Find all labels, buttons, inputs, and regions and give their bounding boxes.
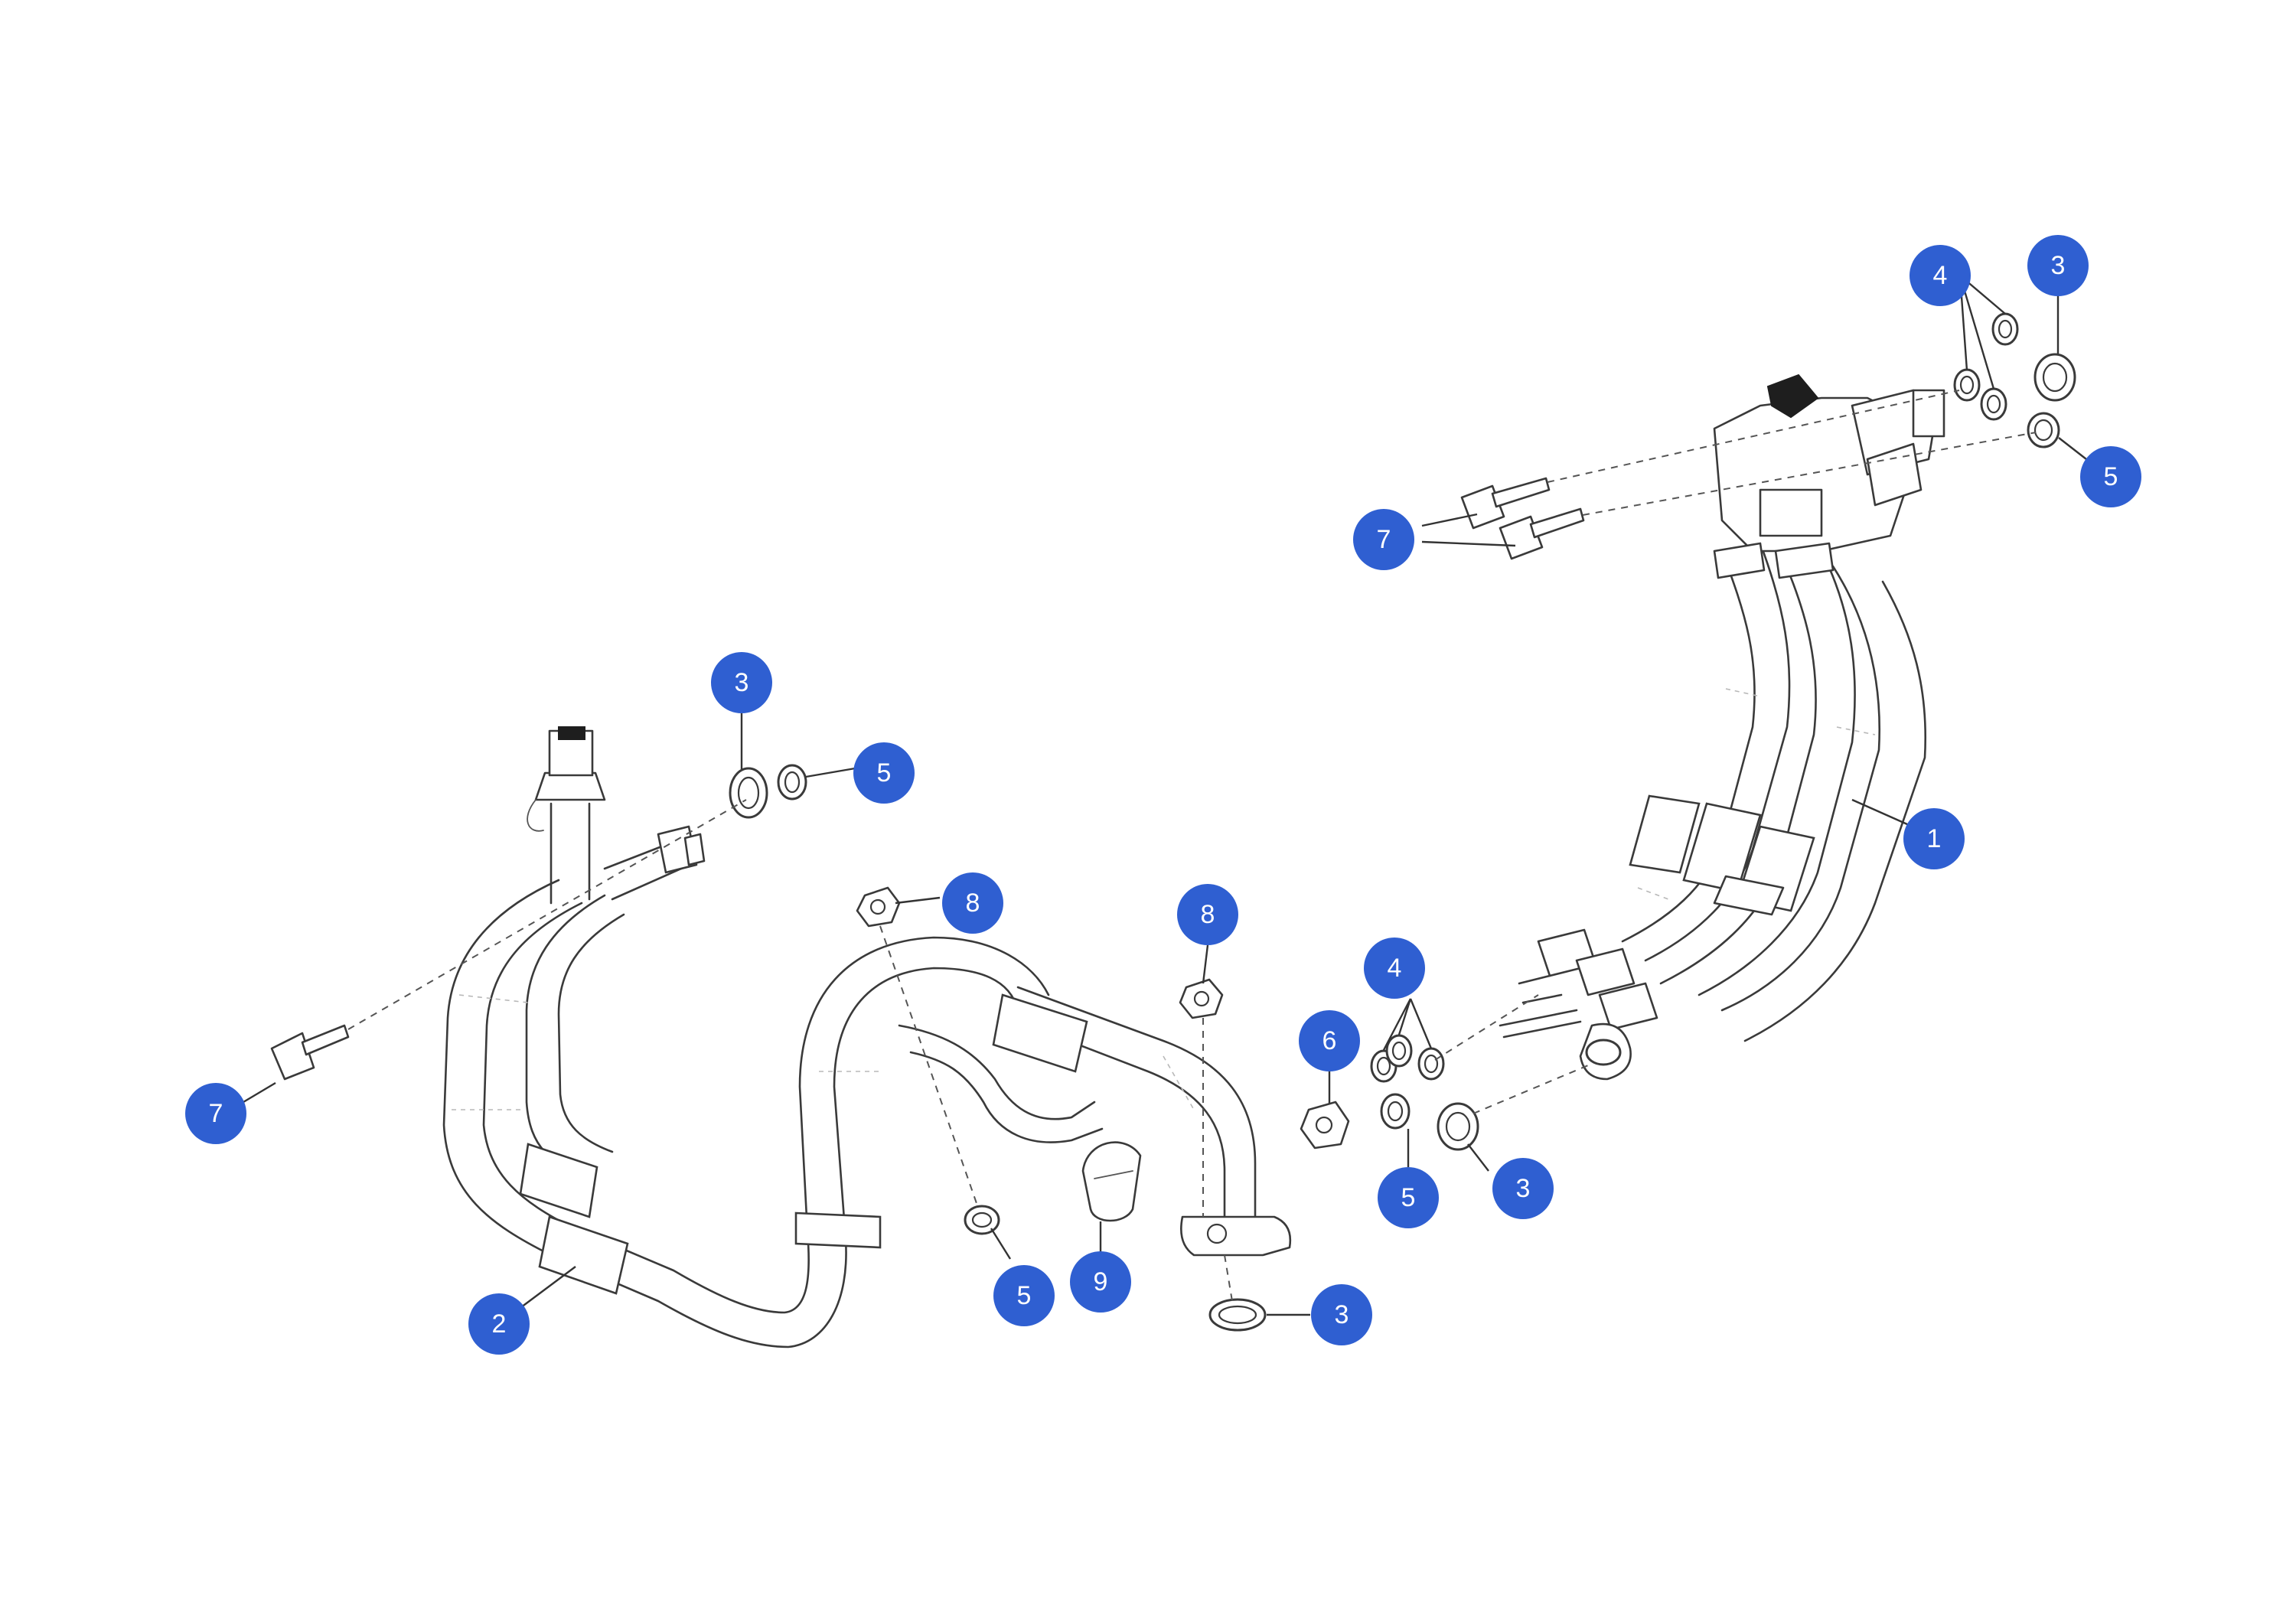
callout-label: 7 [209,1099,223,1128]
callout-label: 7 [1377,525,1391,554]
callout-9: 9 [1070,1251,1131,1313]
callout-7: 7 [185,1083,246,1144]
hose-assembly-1 [1499,373,1945,1081]
callout-label: 5 [1017,1281,1032,1310]
callout-7: 7 [1353,509,1414,570]
callout-4: 4 [1910,245,1971,306]
callout-3: 3 [2027,235,2089,296]
callout-6: 6 [1299,1010,1360,1071]
callout-label: 8 [966,889,980,918]
callout-5: 5 [853,742,915,804]
callout-label: 4 [1388,954,1402,983]
callout-label: 9 [1094,1267,1108,1296]
callout-8: 8 [942,872,1003,934]
callout-label: 6 [1322,1026,1337,1055]
callout-badges: 1 2 3 3 3 3 4 4 5 5 5 5 6 7 7 8 8 9 [185,235,2141,1355]
callout-label: 3 [2051,251,2066,280]
callout-label: 1 [1927,824,1942,853]
callout-5: 5 [2080,446,2141,507]
callout-8: 8 [1177,884,1238,945]
callout-label: 5 [877,758,892,788]
alignment-lines [347,390,2037,1302]
callout-5: 5 [1378,1167,1439,1228]
callout-4: 4 [1364,938,1425,999]
callout-label: 8 [1201,900,1215,929]
callout-label: 5 [2104,462,2118,491]
callout-label: 5 [1401,1183,1416,1212]
callout-2: 2 [468,1293,530,1355]
callout-3: 3 [1311,1284,1372,1345]
callout-3: 3 [1492,1158,1554,1219]
callout-label: 3 [1516,1174,1531,1203]
loose-parts [270,312,2076,1332]
callout-1: 1 [1903,808,1965,869]
callout-label: 4 [1933,261,1948,290]
callout-label: 2 [492,1309,507,1339]
leader-lines [243,275,2094,1317]
callout-5: 5 [993,1265,1055,1326]
callout-label: 3 [735,668,749,697]
callout-3: 3 [711,652,772,713]
hose-assembly-2 [442,726,1292,1348]
callout-label: 3 [1335,1300,1349,1329]
